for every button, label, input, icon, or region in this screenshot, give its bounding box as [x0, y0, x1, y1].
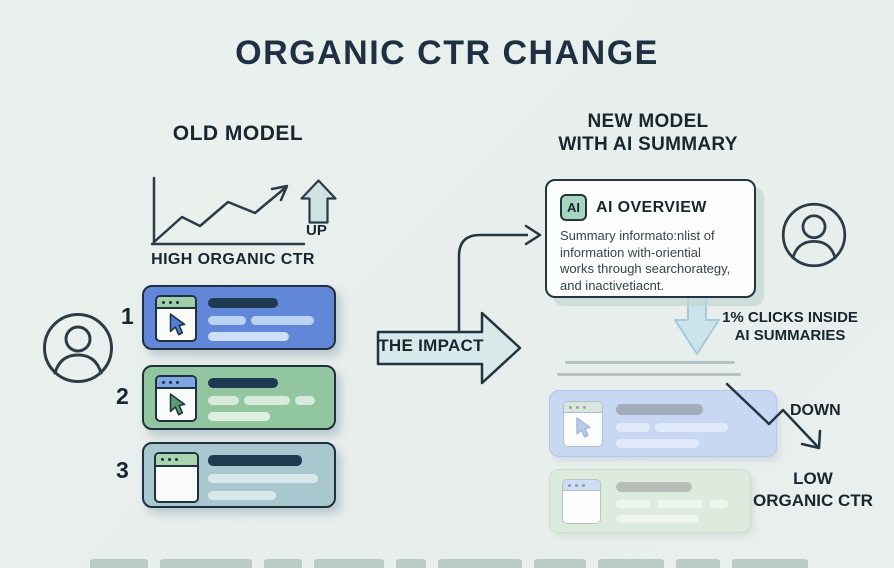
result-text-bar [208, 332, 289, 341]
result-text-bar [208, 396, 239, 405]
serp-divider [557, 373, 741, 376]
result-text-bar [244, 396, 290, 405]
faded-result-card-blue [549, 390, 777, 457]
result-text-bar [295, 396, 315, 405]
serp-divider [565, 361, 735, 364]
search-result-card-2 [142, 365, 336, 430]
user-avatar-icon [781, 202, 847, 268]
ai-overview-title: AI OVERVIEW [596, 199, 707, 216]
new-model-heading: NEW MODEL WITH AI SUMMARY [538, 110, 758, 156]
clicks-note: 1% CLICKS INSIDE AI SUMMARIES [712, 309, 868, 345]
high-organic-ctr-label: HIGH ORGANIC CTR [151, 251, 315, 268]
ai-badge: AI [560, 194, 587, 221]
connector-arrow [457, 224, 542, 332]
clicks-note-line1: 1% CLICKS INSIDE [722, 309, 858, 326]
rising-line-chart-icon [150, 176, 306, 246]
user-avatar-icon [43, 313, 113, 383]
result-text-bar [616, 515, 699, 523]
ai-body-line: works through searchorategy, [560, 261, 731, 276]
result-text-bar [208, 474, 318, 483]
new-model-heading-line1: NEW MODEL [587, 111, 709, 132]
result-title-bar [208, 298, 278, 308]
cursor-icon [169, 313, 186, 336]
result-text-bar [208, 316, 246, 325]
browser-window-icon [562, 479, 601, 524]
result-title-bar [208, 378, 278, 388]
result-text-bar [208, 412, 270, 421]
new-model-heading-line2: WITH AI SUMMARY [558, 134, 738, 155]
ai-overview-body: Summary informato:nlist of information w… [560, 228, 746, 294]
rank-3: 3 [116, 457, 129, 483]
browser-window-icon [154, 452, 199, 503]
result-text-bar [657, 500, 703, 508]
up-arrow-icon [300, 179, 337, 224]
old-model-heading: OLD MODEL [172, 122, 304, 145]
result-text-bar [208, 491, 276, 500]
low-organic-ctr-label: LOW ORGANIC CTR [753, 468, 873, 512]
ai-body-line: information with-oriential [560, 244, 701, 260]
down-label: DOWN [790, 402, 841, 419]
result-text-bar [616, 500, 651, 508]
cutoff-caption-remnant [90, 559, 814, 568]
clicks-note-line2: AI SUMMARIES [734, 327, 846, 344]
result-text-bar [655, 423, 728, 432]
faded-result-card-green [549, 469, 751, 533]
rank-2: 2 [116, 383, 129, 409]
result-text-bar [616, 423, 650, 432]
rank-1: 1 [121, 303, 134, 329]
search-result-card-3 [142, 442, 336, 508]
ai-body-line: Summary informato:nlist of [560, 228, 715, 243]
up-label: UP [306, 222, 327, 239]
impact-arrow [376, 311, 522, 385]
impact-label: THE IMPACT [378, 336, 484, 355]
result-title-bar [616, 482, 692, 492]
result-title-bar [616, 404, 703, 415]
cursor-icon [169, 393, 186, 416]
result-text-bar [616, 439, 699, 448]
result-text-bar [251, 316, 314, 325]
browser-window-icon [155, 295, 197, 342]
search-result-card-1 [142, 285, 336, 350]
decline-arrow-icon [725, 382, 822, 450]
page-title: ORGANIC CTR CHANGE [235, 34, 659, 72]
result-text-bar [709, 500, 728, 508]
browser-window-icon [155, 375, 197, 422]
cursor-icon [576, 417, 591, 438]
ai-overview-box: AI AI OVERVIEW Summary informato:nlist o… [545, 179, 756, 298]
low-ctr-line1: LOW [793, 469, 833, 488]
low-ctr-line2: ORGANIC CTR [753, 491, 873, 510]
ai-body-line: and inactivetiacnt. [560, 277, 665, 293]
browser-window-icon [563, 401, 603, 447]
result-title-bar [208, 455, 302, 466]
